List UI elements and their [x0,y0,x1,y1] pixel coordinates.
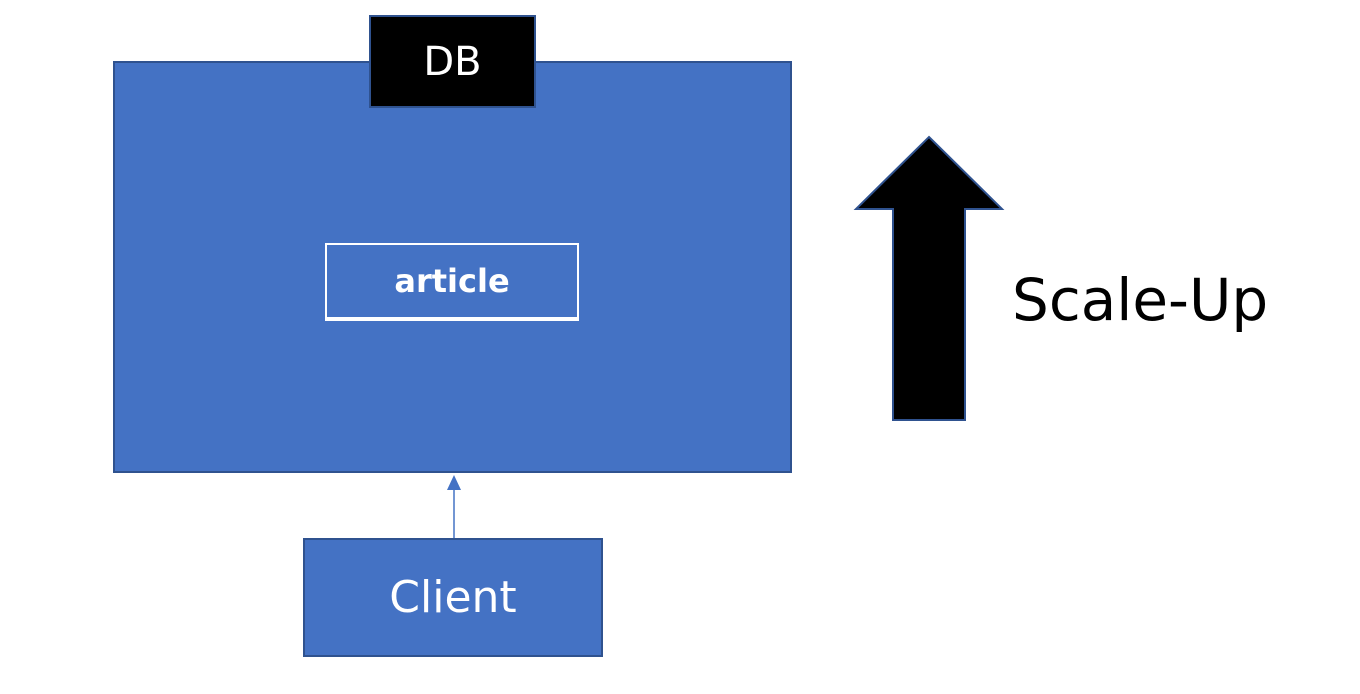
scale-up-label: Scale-Up [1012,266,1269,334]
table-box: article [325,243,579,321]
db-label: DB [423,38,482,85]
client-box: Client [303,538,603,657]
client-label: Client [389,572,517,623]
db-label-box: DB [369,15,536,108]
connector-arrowhead [447,475,461,490]
table-label: article [394,262,510,300]
db-server-box [113,61,792,473]
scale-up-arrow-icon [853,135,1005,421]
scale-up-arrow-shape [853,135,1005,421]
